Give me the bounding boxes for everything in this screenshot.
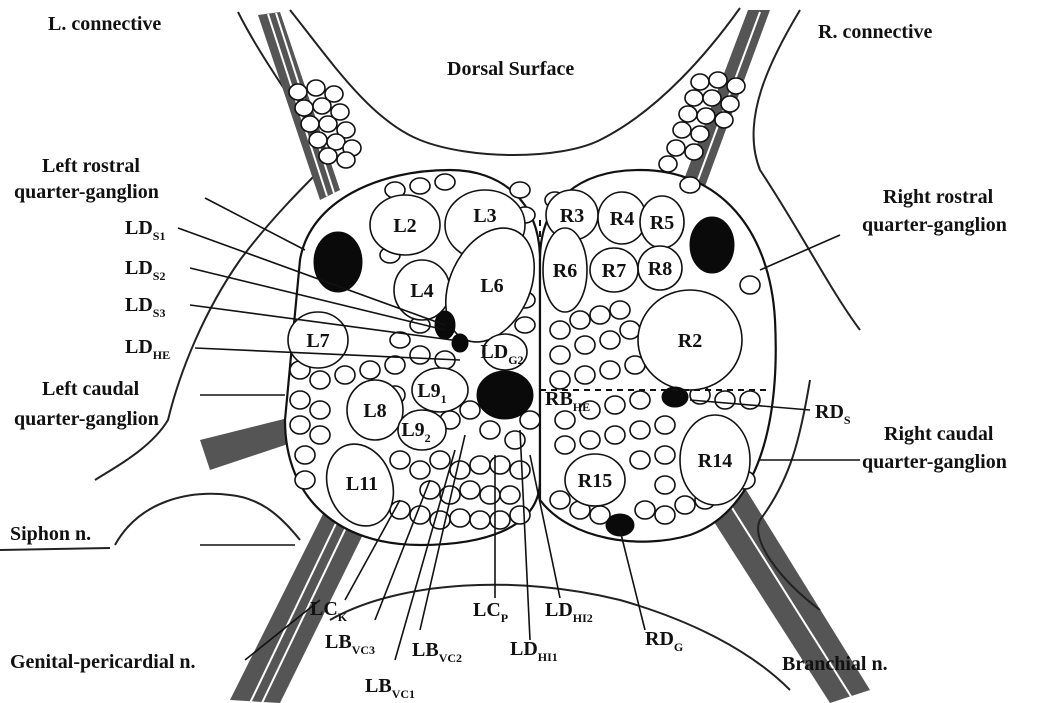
cell-r14-label: R14 — [698, 450, 732, 472]
lbvc3-label: LBVC3 — [325, 631, 375, 657]
lds1-label: LDS1 — [125, 217, 165, 243]
cell-l6-label: L6 — [480, 275, 503, 297]
cell-r2-label: R2 — [678, 330, 702, 352]
right-rostral-label-2: quarter-ganglion — [862, 214, 1007, 236]
left-caudal-label-1: Left caudal — [42, 378, 140, 400]
cell-r7-label: R7 — [602, 260, 626, 282]
cell-l7-label: L7 — [306, 330, 329, 352]
rdg-label: RDG — [645, 628, 683, 654]
ldhi1-label: LDHI1 — [510, 638, 558, 664]
dorsal-surface-label: Dorsal Surface — [447, 58, 574, 80]
cell-l8-label: L8 — [363, 400, 386, 422]
lds2-label: LDS2 — [125, 257, 165, 283]
lds3-label: LDS3 — [125, 294, 165, 320]
lbvc2-label: LBVC2 — [412, 639, 462, 665]
cell-r4-label: R4 — [610, 208, 634, 230]
left-rostral-label-1: Left rostral — [42, 155, 140, 177]
ldhe-label: LDHE — [125, 336, 170, 362]
left-connective-bundle — [258, 12, 361, 200]
cell-r6-label: R6 — [553, 260, 577, 282]
cell-r-rostral-dark — [690, 217, 734, 273]
right-rostral-label-1: Right rostral — [883, 186, 994, 208]
genital-pericardial-n-label: Genital-pericardial n. — [10, 651, 196, 673]
r-connective-label: R. connective — [818, 21, 933, 43]
right-connective-bundle — [659, 10, 770, 200]
cell-l11-label: L11 — [346, 473, 378, 495]
left-rostral-label-2: quarter-ganglion — [14, 181, 159, 203]
cell-rbhe-dark — [477, 371, 533, 419]
cell-r8-label: R8 — [648, 258, 672, 280]
lbvc1-label: LBVC1 — [365, 675, 415, 701]
cell-lds-dark — [314, 232, 362, 292]
cell-r5-label: R5 — [650, 212, 674, 234]
cell-ldhe-dark — [452, 334, 468, 352]
cell-l3-label: L3 — [473, 205, 496, 227]
ldhi2-label: LDHI2 — [545, 599, 593, 625]
l-connective-label: L. connective — [48, 13, 161, 35]
branchial-n-label: Branchial n. — [782, 653, 888, 675]
left-caudal-label-2: quarter-ganglion — [14, 408, 159, 430]
cell-l2-label: L2 — [393, 215, 416, 237]
right-caudal-label-1: Right caudal — [884, 423, 994, 445]
right-caudal-label-2: quarter-ganglion — [862, 451, 1007, 473]
cell-r3-label: R3 — [560, 205, 584, 227]
siphon-n-label: Siphon n. — [10, 523, 91, 545]
lcp-label: LCP — [473, 599, 508, 625]
cell-l4-label: L4 — [410, 280, 433, 302]
cell-r15-label: R15 — [578, 470, 612, 492]
rds-label: RDS — [815, 401, 851, 427]
